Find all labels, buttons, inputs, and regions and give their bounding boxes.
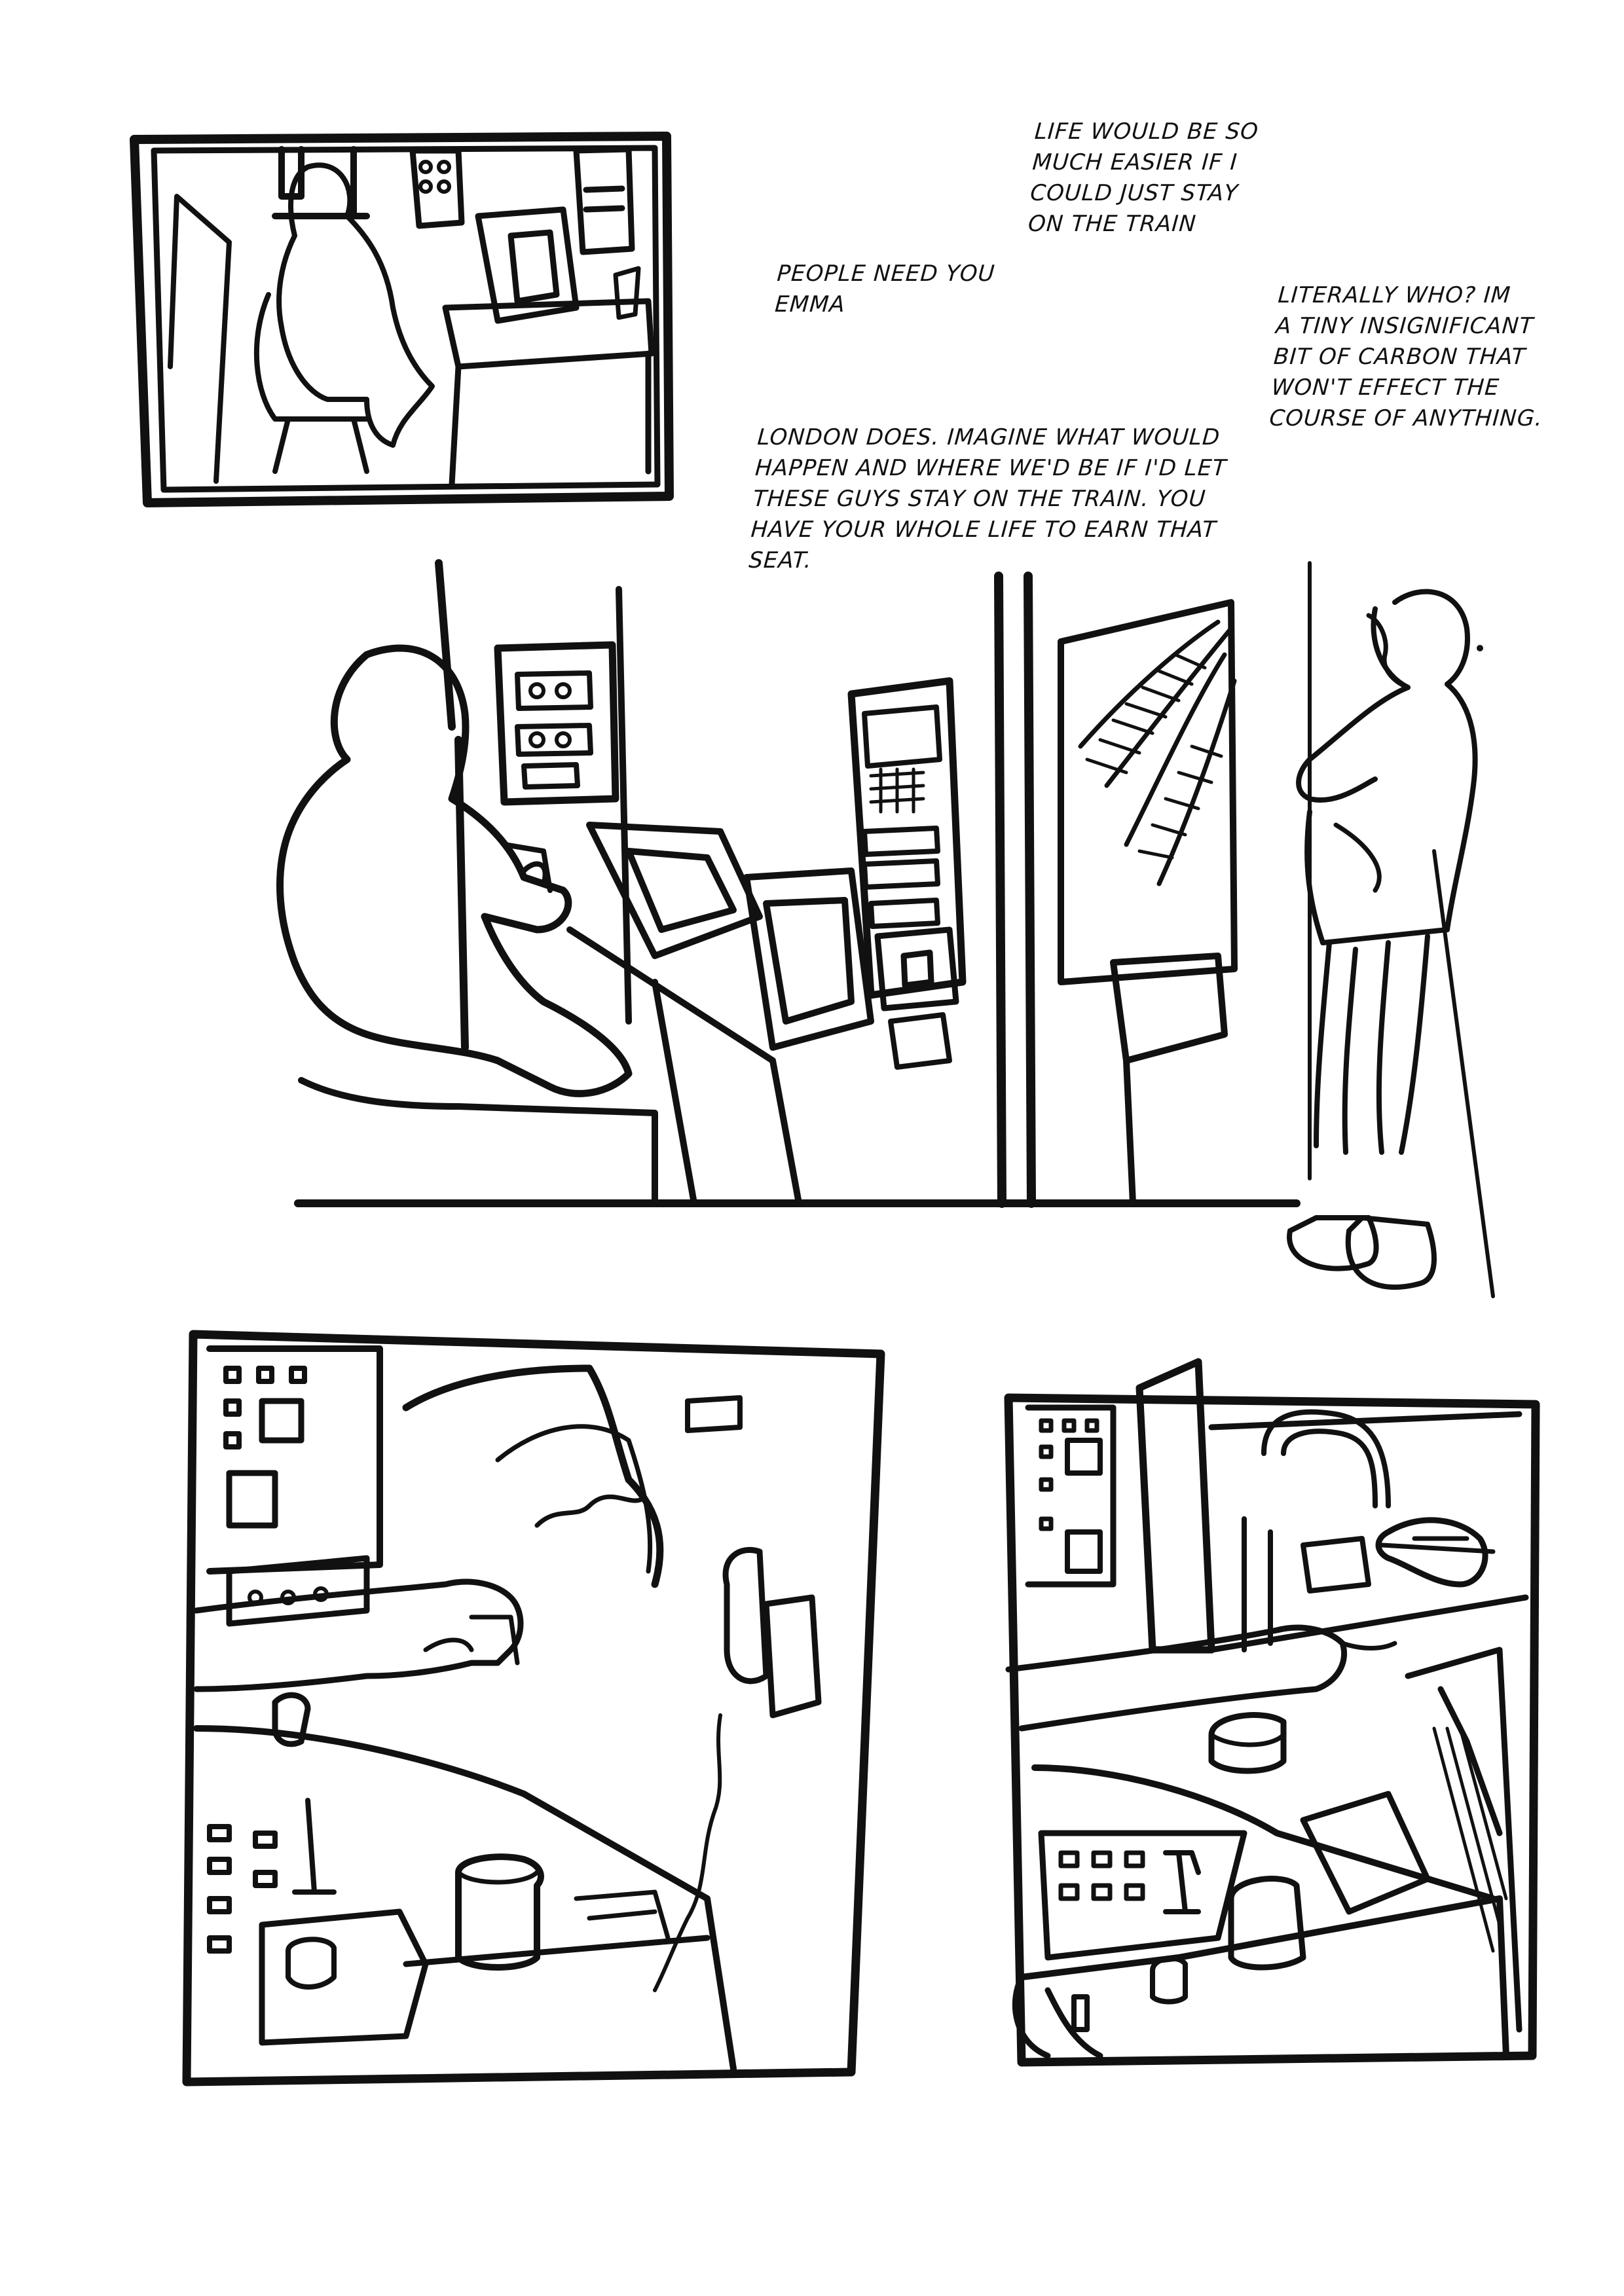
caption-life-easier: LIFE WOULD BE SO MUCH EASIER IF I COULD …	[1027, 118, 1260, 237]
panel-1-driver-cab	[130, 132, 674, 507]
panel-2-cab-and-emma	[276, 559, 1495, 1298]
panel-4-hand-on-lever	[1004, 1358, 1540, 2067]
caption-literally-who: LITERALLY WHO? IM A TINY INSIGNIFICANT B…	[1268, 282, 1544, 431]
caption-people-need-you: PEOPLE NEED YOU EMMA	[773, 261, 996, 318]
panel-3-hand-on-controller	[182, 1330, 885, 2086]
caption-london-does: LONDON DOES. IMAGINE WHAT WOULD HAPPEN A…	[748, 424, 1228, 574]
